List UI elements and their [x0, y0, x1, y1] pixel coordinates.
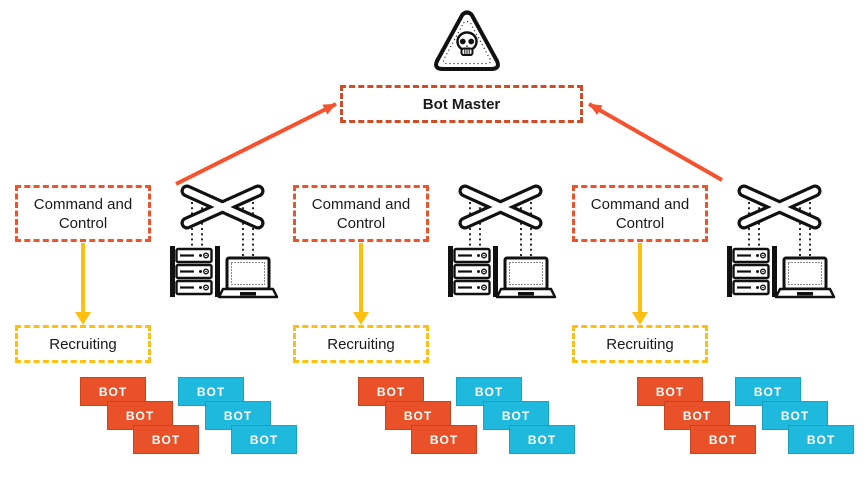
- bot-master-box: Bot Master: [340, 85, 583, 123]
- skull-icon: [456, 31, 478, 56]
- warning-triangle-dotted-inner: [442, 20, 492, 65]
- botnet-group-3: Command and Control Recruiting BOT BOT B…: [572, 170, 868, 488]
- recruiting-box: Recruiting: [293, 325, 429, 363]
- recruiting-box: Recruiting: [15, 325, 151, 363]
- bot-card: BOT: [411, 425, 477, 454]
- arrow-right-switch-to-bot-master: [588, 102, 723, 182]
- recruiting-label: Recruiting: [327, 335, 395, 353]
- bot-card: BOT: [788, 425, 854, 454]
- cnc-to-recruiting-arrow-line: [81, 243, 85, 313]
- bot-card: BOT: [690, 425, 756, 454]
- cnc-to-recruiting-arrow-head: [353, 312, 369, 325]
- command-and-control-box: Command and Control: [572, 185, 708, 242]
- command-and-control-label: Command and Control: [33, 195, 133, 232]
- recruiting-label: Recruiting: [606, 335, 674, 353]
- botnet-group-1: Command and Control Recruiting BOT BOT B…: [15, 170, 315, 488]
- cnc-to-recruiting-arrow-head: [632, 312, 648, 325]
- device-cluster: [722, 180, 837, 305]
- cnc-to-recruiting-arrow-line: [359, 243, 363, 313]
- cnc-to-recruiting-arrow-line: [638, 243, 642, 313]
- bot-card: BOT: [231, 425, 297, 454]
- recruiting-label: Recruiting: [49, 335, 117, 353]
- recruiting-box: Recruiting: [572, 325, 708, 363]
- command-and-control-box: Command and Control: [15, 185, 151, 242]
- bot-card: BOT: [133, 425, 199, 454]
- bot-card: BOT: [509, 425, 575, 454]
- skull-warning-triangle-icon: [434, 10, 500, 71]
- bot-master-label: Bot Master: [422, 95, 501, 113]
- device-cluster: [443, 180, 558, 305]
- command-and-control-label: Command and Control: [311, 195, 411, 232]
- cnc-to-recruiting-arrow-head: [75, 312, 91, 325]
- botnet-group-2: Command and Control Recruiting BOT BOT B…: [293, 170, 593, 488]
- command-and-control-label: Command and Control: [590, 195, 690, 232]
- command-and-control-box: Command and Control: [293, 185, 429, 242]
- device-cluster: [165, 180, 280, 305]
